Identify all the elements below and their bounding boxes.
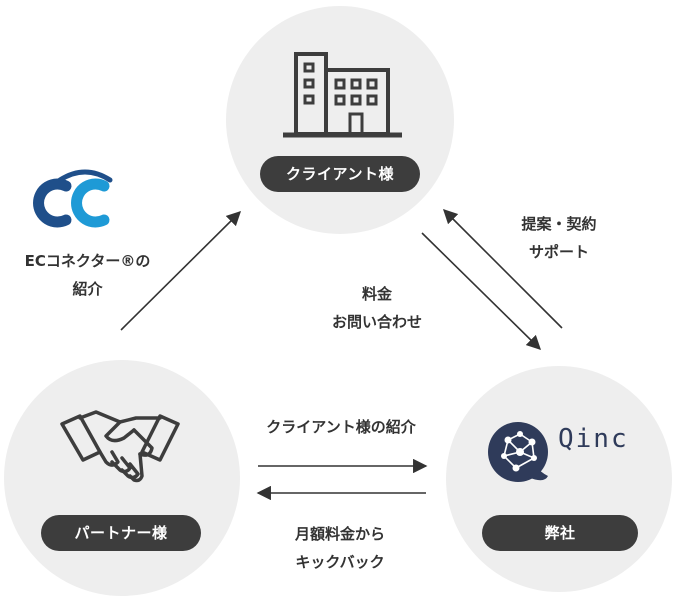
building-icon: [283, 52, 402, 138]
company-node: [446, 366, 672, 592]
inquiry-line-2: お問い合わせ: [331, 313, 422, 331]
handshake-icon: [60, 410, 180, 483]
inquiry-label: 料金 お問い合わせ: [312, 280, 442, 336]
kickback-line-2: キックバック: [295, 553, 385, 571]
arrow-partner-to-client: [120, 210, 242, 331]
ec-connector-intro-line-2: 紹介: [72, 280, 103, 298]
client-label: クライアント様: [260, 156, 420, 192]
client-intro-label: クライアント様の紹介: [266, 418, 416, 436]
arrow-company-to-client: [442, 208, 563, 329]
proposal-line-2: サポート: [528, 243, 589, 261]
qinc-logo-icon: [488, 422, 548, 482]
client-node: [226, 6, 454, 234]
kickback-label: 月額料金から キックバック: [260, 520, 420, 576]
inquiry-line-1: 料金: [361, 285, 392, 303]
kickback-line-1: 月額料金から: [294, 525, 385, 543]
proposal-line-1: 提案・契約: [521, 215, 597, 233]
proposal-support-label: 提案・契約 サポート: [494, 210, 624, 266]
ec-connector-intro-label: ECコネクター®の 紹介: [0, 247, 175, 303]
ec-connector-logo-icon: [33, 169, 113, 228]
partner-label: パートナー様: [41, 515, 201, 551]
company-label: 弊社: [482, 515, 638, 551]
partner-node: [4, 360, 240, 596]
ec-connector-intro-line-1: ECコネクター®の: [24, 252, 151, 270]
qinc-brand-text: Qinc: [558, 424, 629, 454]
arrow-client-to-company: [421, 232, 542, 351]
